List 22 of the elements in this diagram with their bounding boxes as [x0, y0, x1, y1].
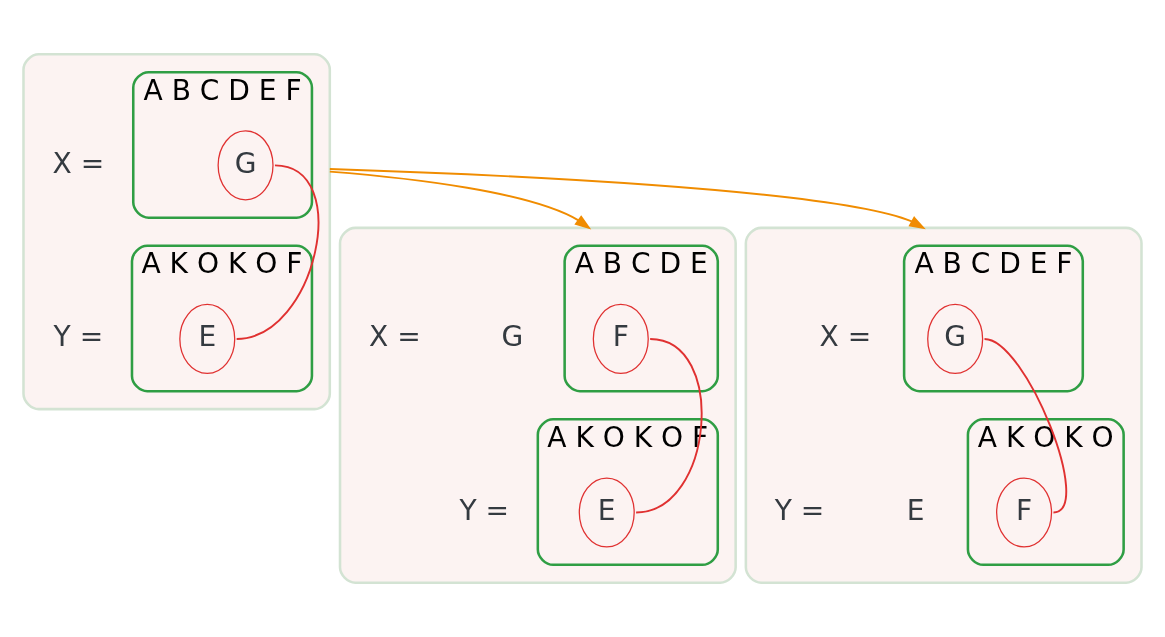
arrow [328, 170, 592, 230]
cluster [744, 226, 1143, 584]
arrow [328, 168, 926, 230]
connector [635, 337, 703, 514]
node-label: X = [369, 320, 421, 354]
node-label: Y = [53, 320, 104, 354]
node-ellipse: G [927, 303, 984, 374]
node-label: X = [819, 320, 872, 354]
node-label: Y = [774, 493, 825, 527]
connector [983, 337, 1067, 514]
node-label: Y = [459, 493, 510, 527]
node-label: G [501, 320, 524, 354]
node-ellipse: E [578, 477, 635, 548]
node-ellipse: F [996, 477, 1053, 548]
node-ellipse: F [592, 303, 649, 374]
connector [235, 164, 320, 340]
cluster [338, 226, 737, 584]
cluster [22, 53, 332, 411]
node-label: X = [52, 146, 105, 180]
node-ellipse: G [217, 130, 274, 201]
node-label: E [906, 493, 925, 527]
node-ellipse: E [179, 303, 236, 374]
